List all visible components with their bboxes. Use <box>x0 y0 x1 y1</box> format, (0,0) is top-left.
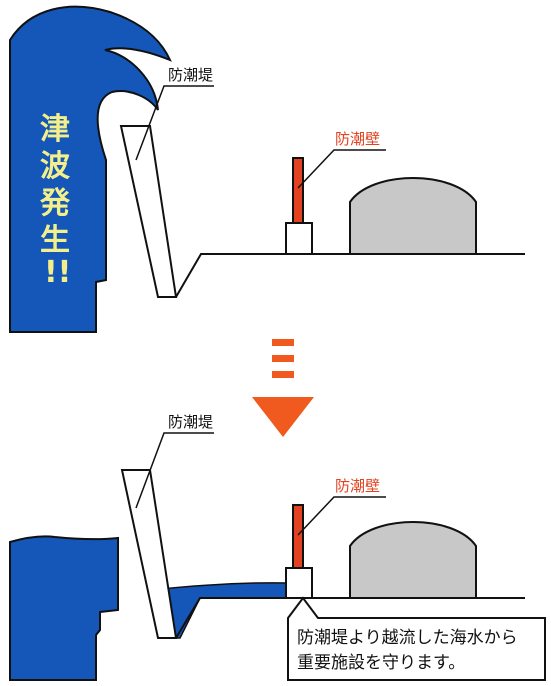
seawall-bottom <box>292 504 304 569</box>
arrow-bar-1 <box>272 339 294 346</box>
bottom-panel: 防潮堤 防潮壁 防潮堤より越流した海水から 重要施設を守ります。 <box>9 413 546 681</box>
down-arrow <box>252 339 314 437</box>
breakwater-label-bottom: 防潮堤 <box>168 413 213 431</box>
callout-line-1: 防潮堤より越流した海水から <box>297 628 518 648</box>
sea-water-left <box>9 535 119 681</box>
tsunami-char-1: 津 <box>40 112 70 147</box>
facility-tank-bottom <box>349 521 477 599</box>
arrow-bar-2 <box>272 355 294 362</box>
top-panel: 防潮堤 防潮壁 津 波 発 生 !! <box>9 5 525 333</box>
seawall-base-top <box>285 222 313 255</box>
tsunami-char-3: 発 <box>39 186 71 221</box>
leader-seawall-bottom <box>297 496 386 536</box>
leader-breakwater-top <box>135 85 214 161</box>
facility-tank-top <box>349 177 477 255</box>
seawall-base-bottom <box>285 567 313 599</box>
tsunami-char-4: 生 <box>40 223 70 258</box>
seawall-top <box>292 157 304 224</box>
seawall-label-top: 防潮壁 <box>335 130 380 148</box>
breakwater-top <box>119 125 178 298</box>
seawall-label-bottom: 防潮壁 <box>335 477 380 495</box>
arrow-bar-3 <box>272 371 294 378</box>
callout-line-2: 重要施設を守ります。 <box>297 653 465 673</box>
ground-line-top <box>175 253 525 298</box>
breakwater-bottom <box>120 469 178 639</box>
tsunami-char-5: !! <box>44 255 71 290</box>
breakwater-label-top: 防潮堤 <box>168 66 213 84</box>
leader-breakwater-bottom <box>135 432 214 509</box>
leader-seawall-top <box>297 149 386 189</box>
tsunami-char-2: 波 <box>40 149 71 184</box>
tsunami-wave <box>9 5 172 333</box>
callout-box <box>287 596 546 681</box>
arrow-head <box>252 397 314 437</box>
